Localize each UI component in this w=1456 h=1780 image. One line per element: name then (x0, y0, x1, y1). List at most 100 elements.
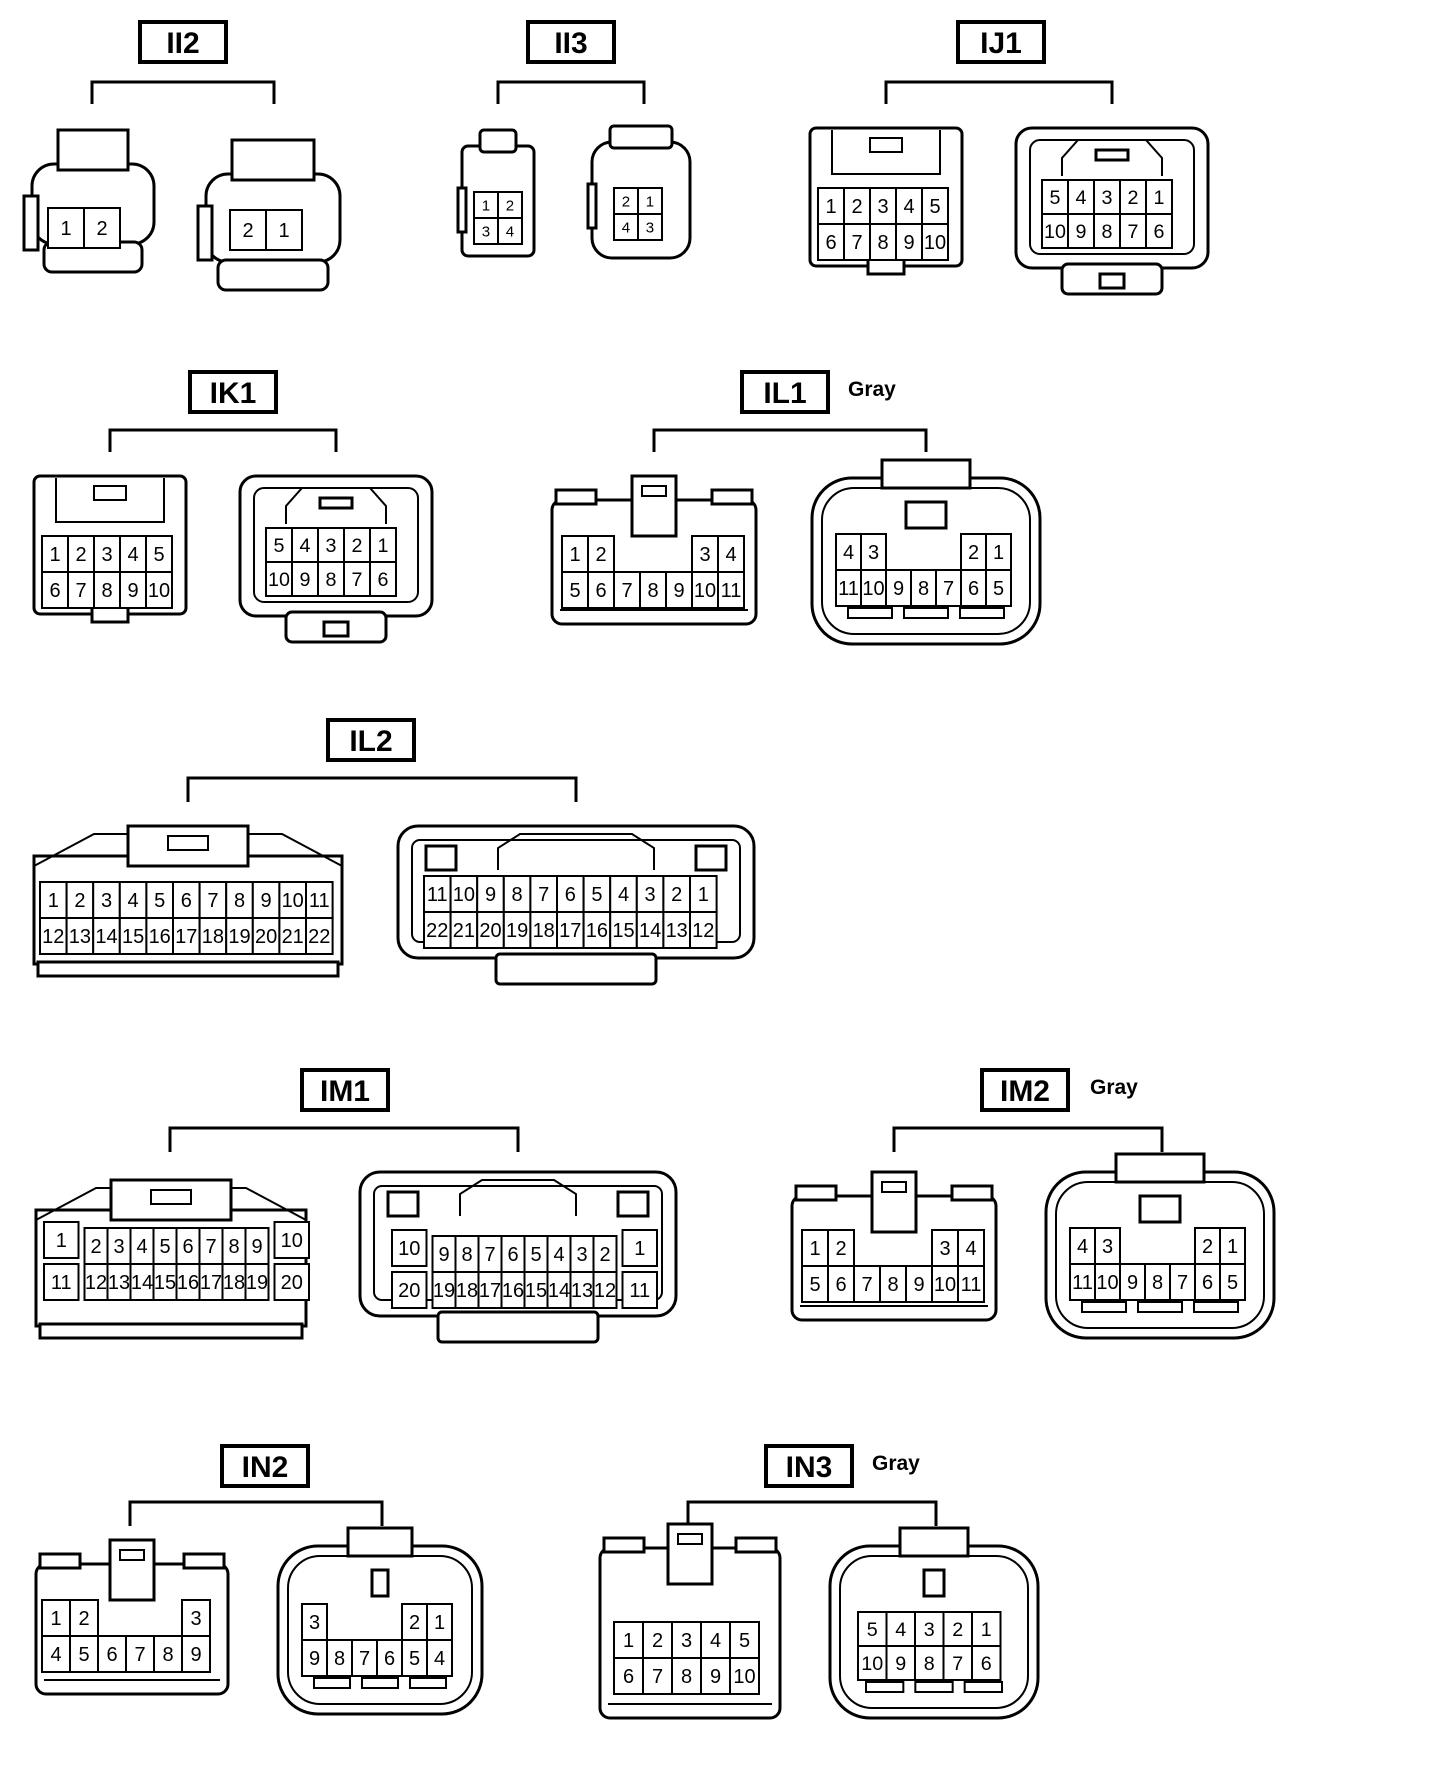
corner-tab (694, 844, 728, 872)
pin-number: 9 (300, 569, 311, 591)
side-tab (182, 1552, 226, 1570)
latch (1114, 1152, 1206, 1184)
pin-number: 5 (867, 1619, 878, 1641)
pin-number: 3 (326, 535, 337, 557)
pin-number: 9 (1076, 221, 1087, 243)
pin-cell (301, 1639, 328, 1677)
pin-number: 20 (398, 1280, 420, 1302)
pin-cell (1094, 1227, 1121, 1265)
pin-cell (801, 1265, 829, 1303)
pin-cell (423, 911, 452, 949)
pin-number: 6 (595, 580, 606, 602)
pin-number: 5 (929, 196, 940, 218)
connector-label-box (526, 20, 616, 64)
pin-number: 2 (622, 193, 630, 210)
connector-label: IN2 (242, 1451, 289, 1484)
pin-number: 10 (281, 1230, 303, 1252)
pin-cell (885, 569, 912, 607)
latch-outline (285, 487, 387, 524)
pin-cell (960, 569, 987, 607)
pin-cell (957, 1265, 985, 1303)
pin-cell (529, 875, 559, 913)
side-tab (734, 1536, 778, 1554)
pin-cell (181, 1635, 211, 1673)
pin-number: 14 (131, 1272, 153, 1294)
pin-number: 8 (101, 580, 112, 602)
pin-cell (153, 1635, 183, 1673)
pin-number: 22 (426, 920, 448, 942)
pin-number: 17 (479, 1280, 501, 1302)
pin-number: 19 (228, 926, 250, 948)
pin-number: 1 (378, 535, 389, 557)
pin-number: 10 (453, 884, 475, 906)
pin-cell (273, 1263, 310, 1301)
pin-cell (621, 1271, 658, 1309)
connector-label-box (956, 20, 1046, 64)
pin-number: 3 (1102, 187, 1113, 209)
pin-number: 14 (548, 1280, 570, 1302)
pin-number: 4 (895, 1619, 906, 1641)
pin-number: 12 (85, 1272, 107, 1294)
pin-number: 11 (961, 1274, 982, 1296)
pin-number: 5 (409, 1648, 420, 1670)
pin-number: 2 (352, 535, 363, 557)
pin-number: 7 (943, 578, 954, 600)
pin-number: 8 (887, 1274, 898, 1296)
pin-cell (582, 875, 612, 913)
latch-window (1094, 148, 1130, 162)
pin-number: 6 (384, 1648, 395, 1670)
pin-cell (326, 1639, 353, 1677)
pin-number: 2 (242, 220, 253, 242)
pin-cell (305, 881, 334, 919)
pin-cell (229, 209, 267, 251)
base-slot (322, 620, 350, 638)
latch (608, 124, 674, 150)
bracket (168, 1126, 520, 1152)
latch-outline (497, 833, 655, 870)
pin-number: 6 (835, 1274, 846, 1296)
connector-label: IK1 (210, 377, 257, 410)
pin-cell (717, 571, 745, 609)
pin-cell (869, 223, 897, 261)
base-slot (361, 1677, 399, 1689)
pin-number: 5 (993, 578, 1004, 600)
connector-label: IM1 (320, 1075, 370, 1108)
pin-number: 8 (234, 890, 245, 912)
pin-number: 8 (924, 1653, 935, 1675)
pin-number: 4 (903, 196, 914, 218)
pin-number: 10 (862, 578, 884, 600)
side-tab (586, 182, 598, 230)
pin-number: 11 (309, 890, 330, 912)
pin-number: 10 (268, 569, 290, 591)
pin-number: 2 (968, 542, 979, 564)
pin-number: 1 (825, 196, 836, 218)
pin-cell (1194, 1227, 1221, 1265)
pin-number: 8 (228, 1236, 239, 1258)
pin-number: 4 (1076, 187, 1087, 209)
pin-number: 7 (652, 1666, 663, 1688)
pin-cell (125, 1635, 155, 1673)
pin-cell (343, 561, 371, 597)
pin-number: 6 (1154, 221, 1165, 243)
pin-number: 9 (438, 1244, 449, 1266)
pin-number: 1 (981, 1619, 992, 1641)
pin-number: 4 (710, 1630, 721, 1652)
base-slot (1137, 1301, 1183, 1313)
pin-number: 7 (207, 890, 218, 912)
latch-window (1138, 1194, 1182, 1224)
pin-number: 8 (1152, 1272, 1163, 1294)
pin-cell (689, 911, 718, 949)
pin-number: 1 (48, 890, 59, 912)
pin-cell (278, 881, 307, 919)
pin-number: 16 (149, 926, 171, 948)
pin-number: 9 (1127, 1272, 1138, 1294)
connector-color-note: Gray (848, 378, 896, 401)
pin-cell (921, 187, 949, 225)
connector-color-note: Gray (872, 1452, 920, 1475)
pin-number: 8 (512, 884, 523, 906)
pin-cell (41, 571, 69, 609)
